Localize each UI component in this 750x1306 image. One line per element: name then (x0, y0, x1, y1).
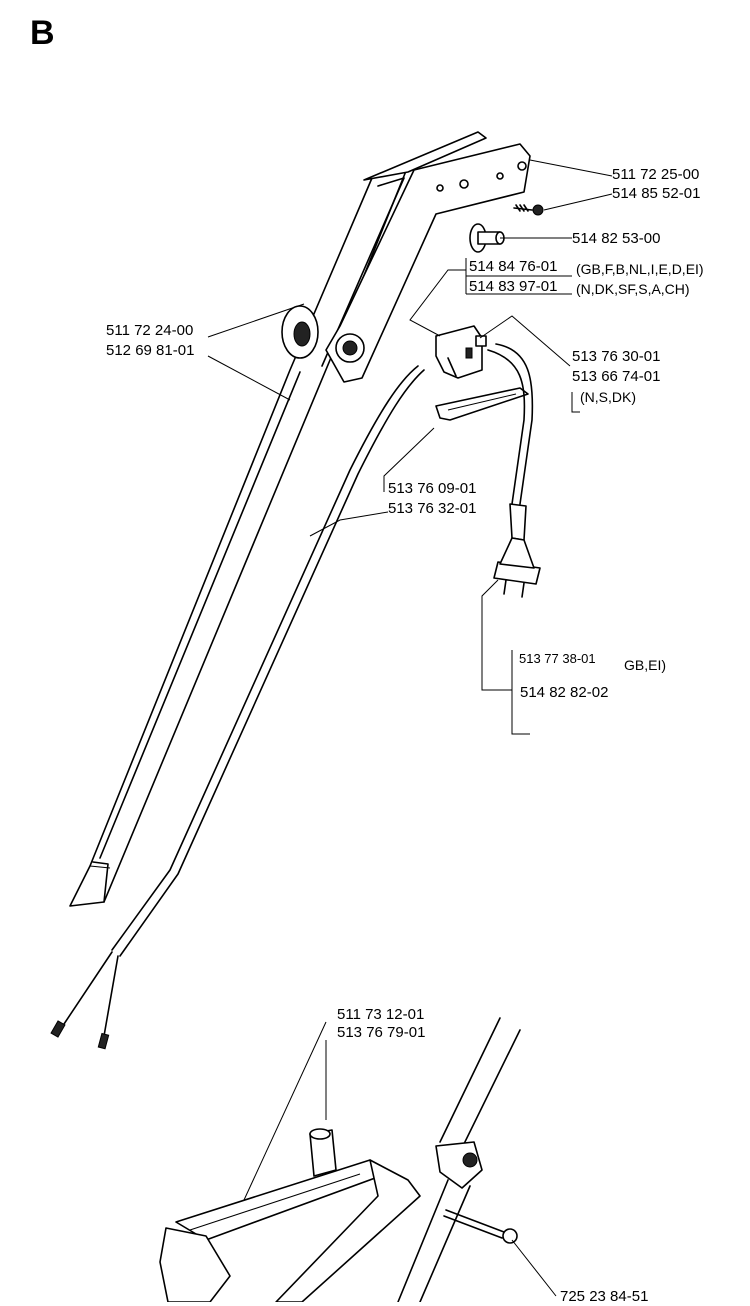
variant-514-84-76-01: (GB,F,B,NL,I,E,D,EI) (576, 261, 704, 277)
section-letter: B (30, 14, 55, 52)
label-514-82-53-00: 514 82 53-00 (572, 230, 661, 247)
handle-top-bracket (281, 131, 531, 383)
label-511-72-25-00: 511 72 25-00 (612, 166, 700, 183)
switch-assembly (435, 325, 487, 379)
lower-shaft (397, 1017, 521, 1302)
label-513-76-09-01: 513 76 09-01 (388, 480, 477, 497)
label-514-85-52-01: 514 85 52-01 (612, 185, 701, 202)
label-511-72-24-00: 511 72 24-00 (106, 322, 194, 339)
label-513-76-32-01: 513 76 32-01 (388, 500, 477, 517)
label-513-76-30-01: 513 76 30-01 (572, 348, 661, 365)
label-511-73-12-01: 511 73 12-01 (337, 1006, 425, 1023)
label-513-77-38-01: 513 77 38-01 (519, 651, 596, 666)
cord-clamp (435, 387, 529, 421)
label-514-84-76-01: 514 84 76-01 (469, 258, 558, 275)
label-512-69-81-01: 512 69 81-01 (106, 342, 195, 359)
variant-514-83-97-01: (N,DK,SF,S,A,CH) (576, 281, 690, 297)
label-513-76-79-01: 513 76 79-01 (337, 1024, 426, 1041)
leader-lines (207, 159, 613, 1297)
screw (513, 204, 544, 216)
front-handle-loop (159, 1128, 421, 1302)
upper-handle-tube (69, 165, 409, 907)
label-725-23-84-51: 725 23 84-51 (560, 1288, 649, 1305)
mains-cord (487, 343, 541, 598)
bolt (443, 1209, 518, 1244)
variant-513-77-38-01: GB,EI) (624, 657, 667, 673)
knob (469, 223, 505, 253)
motor-cable (50, 365, 425, 1050)
label-513-66-74-01: 513 66 74-01 (572, 368, 661, 385)
label-514-83-97-01: 514 83 97-01 (469, 278, 558, 295)
label-514-82-82-02: 514 82 82-02 (520, 684, 609, 701)
variant-513-66-74-01: (N,S,DK) (580, 389, 636, 405)
